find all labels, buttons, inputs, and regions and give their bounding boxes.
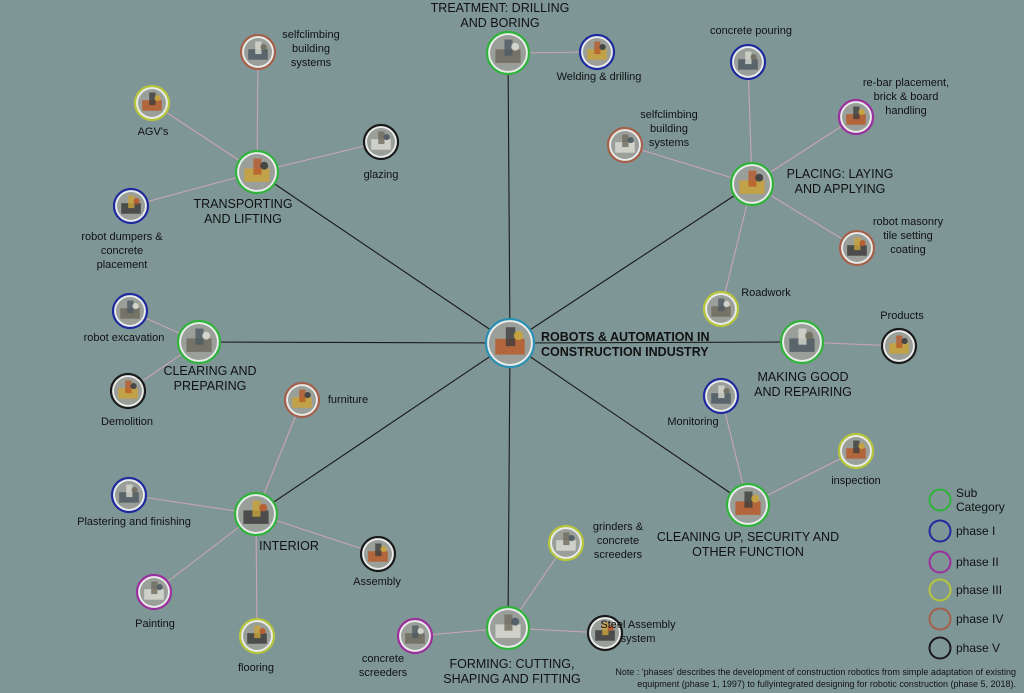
- sub-node-roadwork: [702, 290, 740, 328]
- sub-node-concrete-pouring: [729, 43, 767, 81]
- footnote: Note : 'phases' describes the developmen…: [615, 667, 1016, 689]
- category-label-interior: INTERIOR: [259, 539, 319, 553]
- category-node-interior: [233, 491, 279, 537]
- legend-label-3: phase III: [956, 583, 1002, 597]
- sub-node-screeders: [396, 617, 434, 655]
- link-interior: [255, 342, 511, 515]
- legend-swatch-2: [928, 550, 952, 574]
- legend-label-1: phase I: [956, 524, 995, 538]
- legend-swatch-1: [928, 519, 952, 543]
- link-cleaning: [509, 342, 749, 506]
- sub-node-plastering: [110, 476, 148, 514]
- link-selfclimb-right: [624, 144, 753, 185]
- legend-swatch-4: [928, 607, 952, 631]
- legend-swatch-5: [928, 636, 952, 660]
- main-links: [198, 52, 803, 629]
- link-transport: [256, 171, 511, 344]
- sub-node-agv: [133, 84, 171, 122]
- link-forming: [507, 342, 511, 629]
- sub-node-products: [880, 327, 918, 365]
- sub-node-excavation: [111, 292, 149, 330]
- sub-node-painting: [135, 573, 173, 611]
- legend-swatch-3: [928, 578, 952, 602]
- sub-label-concrete-pouring: concrete pouring: [710, 25, 792, 37]
- link-making: [509, 341, 803, 344]
- sub-label-roadwork: Roadwork: [741, 287, 791, 299]
- sub-node-dumpers: [112, 187, 150, 225]
- sub-node-rebar: [837, 98, 875, 136]
- category-label-forming: FORMING: CUTTING,SHAPING AND FITTING: [443, 657, 581, 686]
- category-node-transport: [234, 149, 280, 195]
- sub-label-plastering: Plastering and finishing: [77, 516, 191, 528]
- sub-label-products: Products: [880, 310, 924, 322]
- category-node-placing: [729, 161, 775, 207]
- sub-node-demolition: [109, 372, 147, 410]
- sub-node-masonry: [838, 229, 876, 267]
- sub-node-inspection: [837, 432, 875, 470]
- category-node-cleaning: [725, 482, 771, 528]
- legend-label-5: phase V: [956, 641, 1000, 655]
- category-node-making: [779, 319, 825, 365]
- sub-label-monitoring: Monitoring: [667, 416, 718, 428]
- note: Note : 'phases' describes the developmen…: [615, 667, 1016, 689]
- sub-node-selfclimb-left: [239, 33, 277, 71]
- sub-label-welding: Welding & drilling: [557, 71, 642, 83]
- sub-label-flooring: flooring: [238, 662, 274, 674]
- sub-label-agv: AGV's: [138, 126, 169, 138]
- category-node-treatment: [485, 30, 531, 76]
- link-placing: [509, 183, 753, 344]
- sub-label-excavation: robot excavation: [84, 332, 165, 344]
- sub-label-assembly: Assembly: [353, 576, 401, 588]
- sub-node-glazing: [362, 123, 400, 161]
- sub-node-furniture: [283, 381, 321, 419]
- sub-links: [127, 51, 900, 637]
- sub-node-assembly: [359, 535, 397, 573]
- legend-label-4: phase IV: [956, 612, 1003, 626]
- nodes: [109, 30, 918, 655]
- sub-label-inspection: inspection: [831, 475, 881, 487]
- sub-node-selfclimb-right: [606, 126, 644, 164]
- category-node-clearing: [176, 319, 222, 365]
- link-treatment: [507, 52, 511, 344]
- sub-node-monitoring: [702, 377, 740, 415]
- category-node-forming: [485, 605, 531, 651]
- sub-label-glazing: glazing: [364, 169, 399, 181]
- sub-label-demolition: Demolition: [101, 416, 153, 428]
- sub-node-flooring: [238, 617, 276, 655]
- sub-node-welding: [578, 33, 616, 71]
- legend-swatch-0: [928, 488, 952, 512]
- legend-label-2: phase II: [956, 555, 999, 569]
- sub-node-grinders: [547, 524, 585, 562]
- sub-label-painting: Painting: [135, 618, 175, 630]
- sub-node-steel: [586, 614, 624, 652]
- sub-label-furniture: furniture: [328, 394, 368, 406]
- link-clearing: [198, 341, 511, 344]
- center-node: [484, 317, 536, 369]
